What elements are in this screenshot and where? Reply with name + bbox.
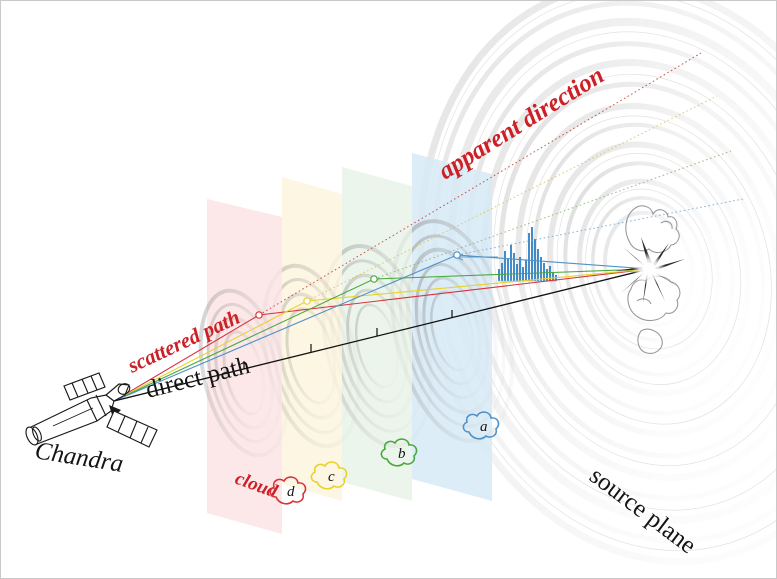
cloud-glyph-b: b — [380, 438, 418, 467]
scattering-points — [255, 251, 461, 319]
cloud-label-b: b — [398, 446, 406, 462]
source-burst — [615, 205, 685, 354]
cloud-glyph-c: c — [310, 461, 348, 490]
cloud-label-d: d — [287, 484, 295, 500]
solar-panel-lower — [106, 410, 158, 448]
scatter-point-c — [303, 297, 311, 305]
dotted-ray-b — [373, 150, 732, 280]
solar-panel-upper — [63, 372, 106, 401]
dotted-ray-d — [258, 52, 702, 316]
scatter-point-d — [255, 311, 263, 319]
chandra-label: Chandra — [33, 437, 125, 478]
cloud-glyph-a: a — [462, 411, 500, 440]
cloud-glyph-d: d — [269, 476, 307, 505]
cloud-label-c: c — [328, 469, 335, 485]
chandra-telescope — [25, 372, 158, 448]
dotted-ray-c — [306, 95, 718, 302]
cloud-label-a: a — [480, 419, 488, 435]
scatter-point-a — [453, 251, 461, 259]
scatter-point-b — [370, 275, 378, 283]
apparent-direction-dotted-rays — [258, 52, 744, 316]
direct-ray-path — [113, 268, 650, 402]
